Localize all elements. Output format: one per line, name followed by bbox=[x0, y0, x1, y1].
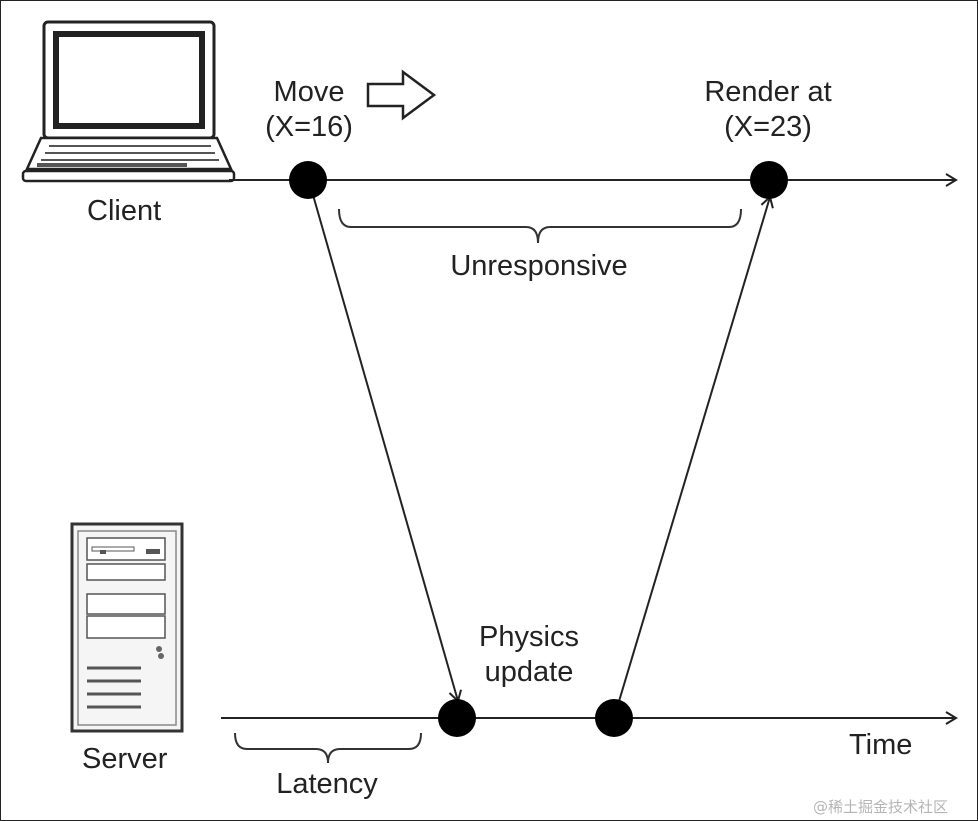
server-receive-dot bbox=[438, 699, 476, 737]
client-to-server-arrow bbox=[308, 180, 462, 703]
move-label: Move (X=16) bbox=[239, 75, 379, 145]
physics-label-line2: update bbox=[484, 655, 574, 688]
move-event-dot bbox=[289, 161, 327, 199]
render-event-dot bbox=[750, 161, 788, 199]
physics-label-line1: Physics bbox=[479, 621, 579, 653]
physics-update-label: Physics update bbox=[459, 620, 599, 690]
move-label-line1: Move bbox=[273, 76, 345, 108]
time-axis-label: Time bbox=[849, 729, 913, 761]
client-label: Client bbox=[87, 195, 162, 227]
server-label: Server bbox=[82, 743, 168, 775]
physics-update-dot bbox=[595, 699, 633, 737]
move-label-line2: (X=16) bbox=[265, 110, 353, 143]
unresponsive-bracket bbox=[338, 208, 742, 244]
server-tower-icon bbox=[70, 522, 184, 733]
watermark: @稀土掘金技术社区 bbox=[813, 798, 949, 816]
laptop-icon bbox=[21, 20, 236, 183]
render-label-line2: (X=23) bbox=[724, 110, 812, 143]
outline-right-arrow-icon bbox=[366, 69, 437, 121]
latency-bracket bbox=[234, 732, 422, 764]
render-label-line1: Render at bbox=[704, 76, 832, 108]
unresponsive-label: Unresponsive bbox=[450, 250, 628, 282]
latency-label: Latency bbox=[276, 768, 378, 800]
server-to-client-arrow bbox=[613, 195, 774, 719]
render-label: Render at (X=23) bbox=[678, 75, 858, 145]
